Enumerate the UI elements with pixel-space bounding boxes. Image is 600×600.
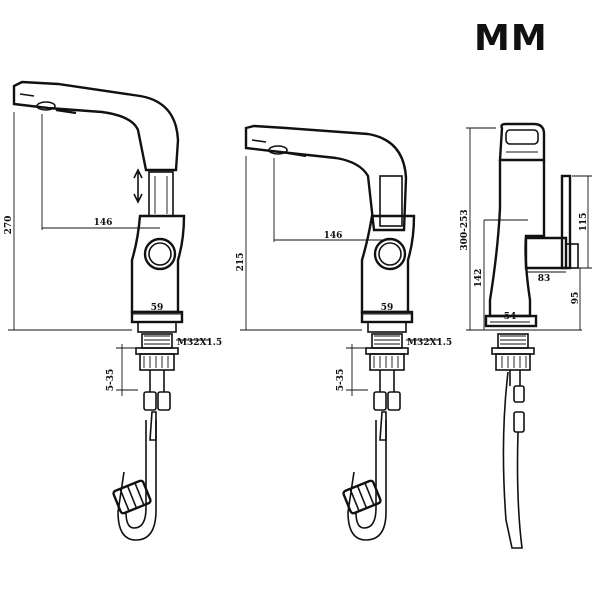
middle-hose-weight	[342, 479, 382, 515]
left-pull-rod	[148, 171, 174, 217]
left-body	[130, 214, 186, 314]
right-base-width-label: 54	[504, 312, 517, 322]
right-base-height-label: 95	[571, 292, 581, 305]
right-handle	[524, 236, 568, 270]
left-width-label: 59	[151, 303, 164, 313]
middle-reach-label: 146	[324, 231, 343, 241]
middle-base	[360, 310, 414, 324]
right-height-range-label: 300-253	[460, 209, 470, 250]
left-reach-label: 146	[94, 218, 113, 228]
right-hose	[502, 371, 523, 549]
middle-deck-label: 5-35	[336, 369, 346, 392]
middle-hose	[347, 420, 387, 541]
right-view: 300-253 142 115 83 95 54	[460, 122, 592, 549]
middle-thread-label: M32X1.5	[407, 338, 452, 348]
right-base	[484, 314, 538, 328]
left-view: 270 146 59 M32X1.5 5-35	[4, 80, 222, 541]
left-height-label: 270	[4, 216, 14, 235]
middle-view: 215 146 59 M32X1.5 5-35	[236, 124, 452, 541]
middle-width-label: 59	[381, 303, 394, 313]
left-thread-label: M32X1.5	[177, 338, 222, 348]
middle-handle-knob	[373, 237, 407, 271]
unit-label: MM	[474, 18, 548, 59]
right-head	[498, 122, 546, 162]
left-hose-weight	[112, 479, 152, 515]
right-handle-reach-label: 83	[538, 274, 551, 284]
left-pull-arrow	[133, 168, 143, 204]
middle-height-label: 215	[236, 253, 246, 272]
left-spout	[12, 80, 180, 172]
left-deck-label: 5-35	[106, 369, 116, 392]
middle-pull-rod	[379, 175, 403, 227]
left-hose	[117, 420, 157, 541]
middle-spout	[244, 124, 408, 232]
right-lower-height-label: 142	[474, 269, 484, 288]
right-handle-height-label: 115	[579, 213, 589, 232]
left-handle-knob	[143, 237, 177, 271]
left-base	[130, 310, 184, 324]
